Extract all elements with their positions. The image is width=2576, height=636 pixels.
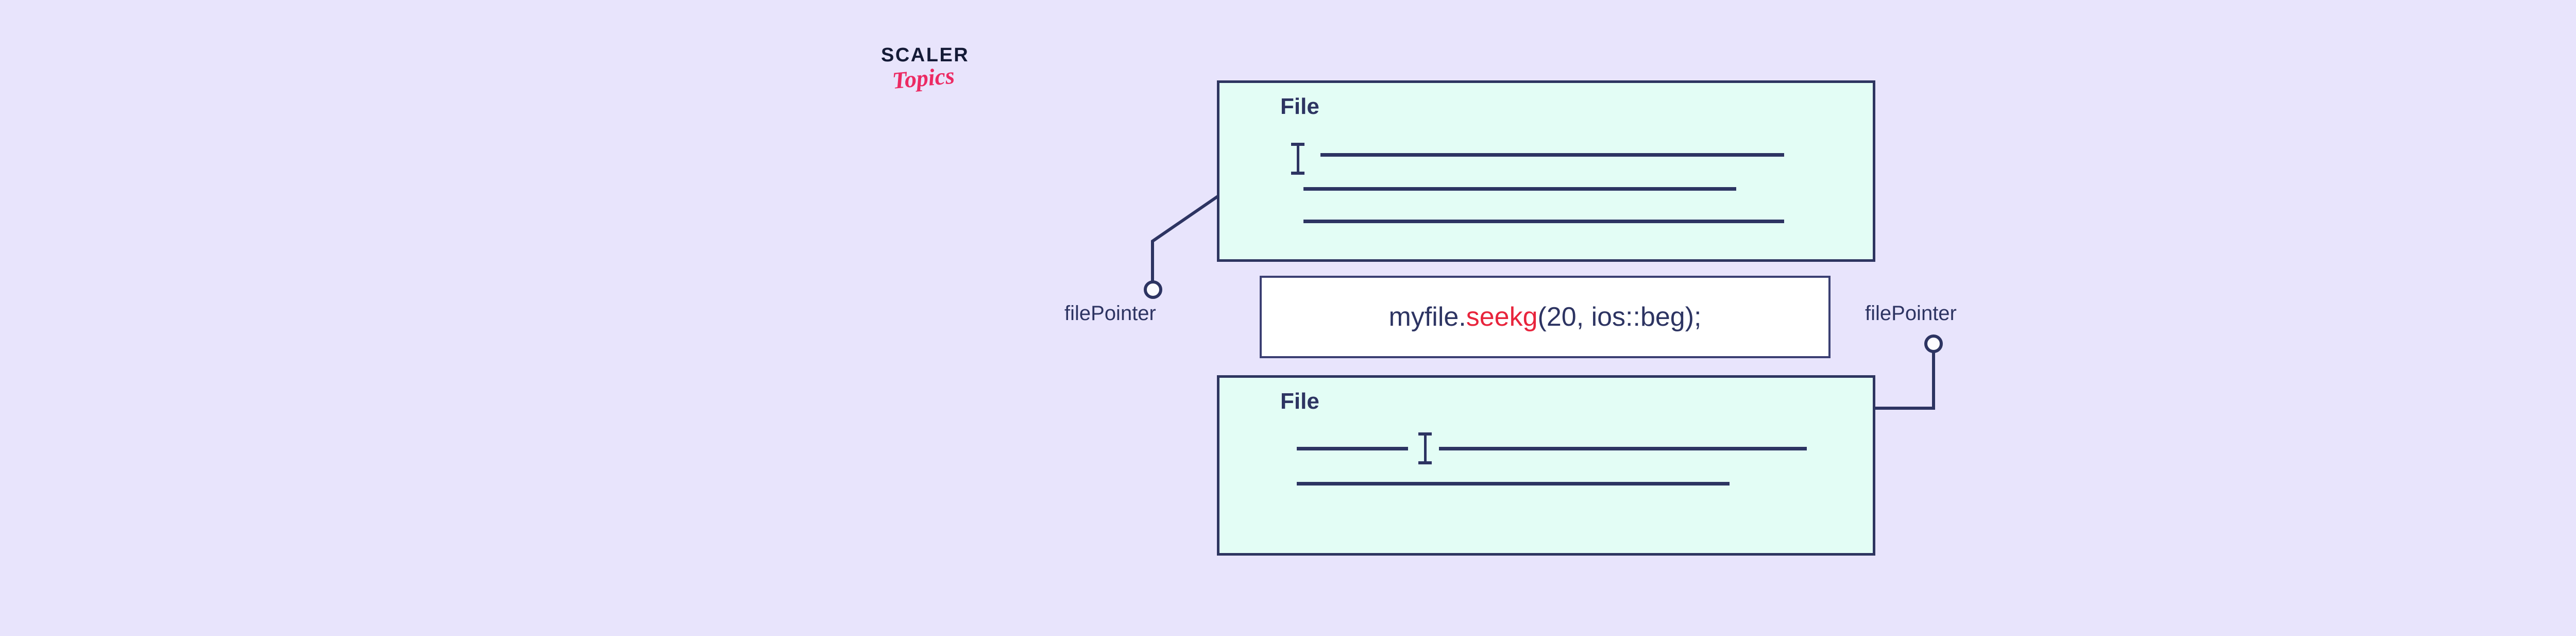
scaler-topics-logo: SCALER Topics: [881, 45, 1036, 118]
caret-stem: [1297, 143, 1299, 175]
code-prefix: myfile.: [1388, 302, 1466, 332]
text-caret-icon-after: [1418, 432, 1432, 464]
file-text-line: [1297, 482, 1730, 486]
file-text-line: [1303, 220, 1784, 223]
file-box-before: File: [1217, 80, 1875, 262]
text-caret-icon-before: [1291, 143, 1304, 175]
logo-wordmark: SCALER: [881, 44, 970, 66]
filepointer-label-left: filePointer: [1064, 302, 1156, 325]
filepointer-label-right: filePointer: [1865, 302, 1957, 325]
file-text-line: [1439, 447, 1807, 450]
code-method-name: seekg: [1466, 302, 1538, 332]
file-text-line: [1303, 187, 1736, 191]
code-statement-box: myfile.seekg(20, ios::beg);: [1260, 276, 1831, 358]
anchor-circle-left-filepointer: [1144, 280, 1162, 299]
file-box-after-title: File: [1280, 389, 1319, 414]
file-text-line: [1297, 447, 1408, 450]
file-box-after: File: [1217, 375, 1875, 556]
caret-stem: [1424, 432, 1427, 464]
file-box-before-title: File: [1280, 94, 1319, 119]
code-suffix: (20, ios::beg);: [1537, 302, 1702, 332]
caret-serif-bottom: [1418, 461, 1432, 464]
file-text-line: [1320, 153, 1784, 157]
code-statement-text: myfile.seekg(20, ios::beg);: [1389, 304, 1702, 330]
anchor-circle-right-filepointer: [1924, 334, 1943, 353]
caret-serif-bottom: [1291, 172, 1304, 175]
